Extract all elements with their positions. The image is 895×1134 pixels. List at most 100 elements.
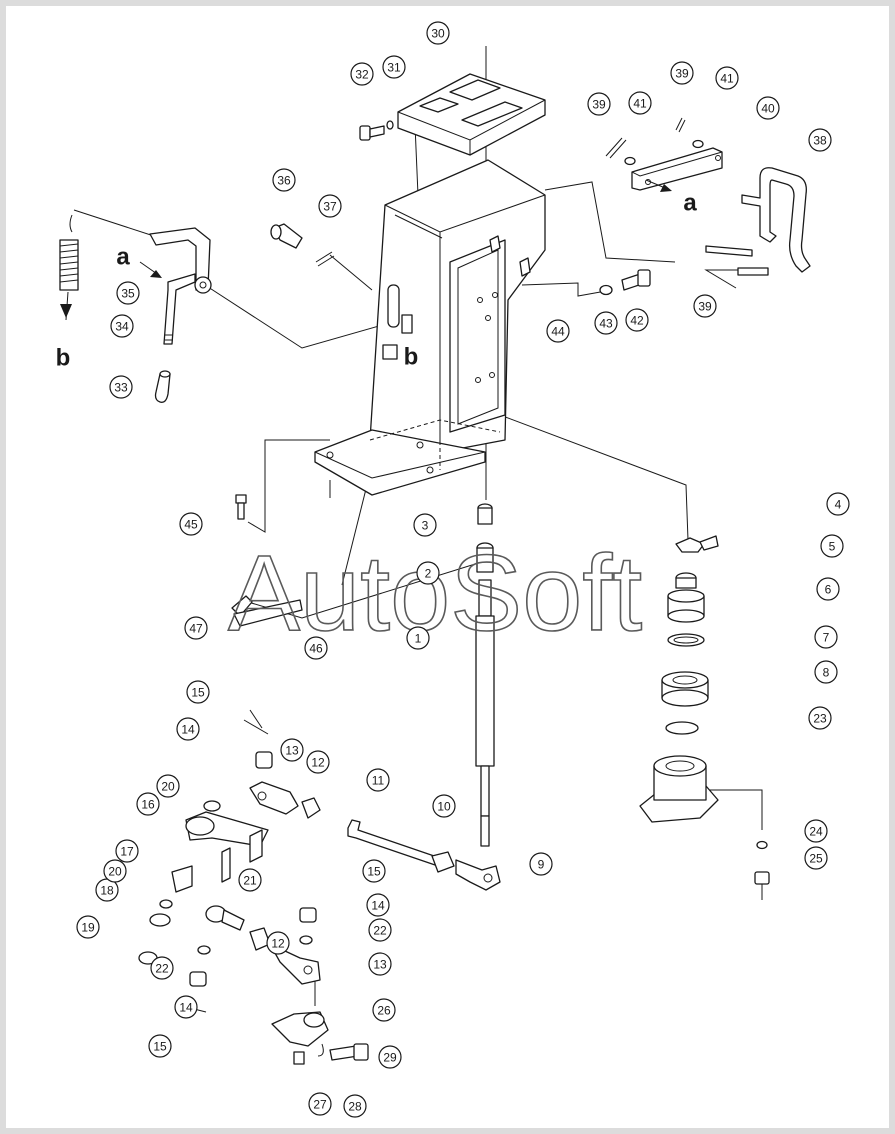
callout-14: 14: [176, 717, 200, 741]
callout-32: 32: [350, 62, 374, 86]
callout-number: 42: [630, 314, 644, 328]
callout-circle: [804, 819, 828, 843]
linkage-rod: [243, 719, 501, 891]
callout-number: 3: [422, 519, 429, 533]
reference-letter-b: b: [404, 344, 419, 371]
callout-circle: [804, 846, 828, 870]
callout-circle: [426, 21, 450, 45]
callout-circle: [115, 839, 139, 863]
callout-number: 15: [367, 865, 381, 879]
callout-number: 43: [599, 317, 613, 331]
callout-number: 21: [243, 874, 257, 888]
watermark-text: AutoSoft: [228, 532, 642, 653]
callout-circle: [368, 918, 392, 942]
callout-circle: [368, 952, 392, 976]
callout-circle: [628, 91, 652, 115]
callout-40: 40: [756, 96, 780, 120]
callout-number: 13: [285, 744, 299, 758]
callout-8: 8: [814, 660, 838, 684]
callout-10: 10: [432, 794, 456, 818]
callout-number: 24: [809, 825, 823, 839]
callout-circle: [304, 636, 328, 660]
callout-circle: [148, 1034, 172, 1058]
callout-41: 41: [715, 66, 739, 90]
callout-number: 47: [189, 622, 203, 636]
callout-circle: [350, 62, 374, 86]
callout-number: 15: [153, 1040, 167, 1054]
callout-1: 1: [406, 626, 430, 650]
side-bolt: [599, 269, 651, 296]
callout-circle: [238, 868, 262, 892]
callout-circle: [186, 680, 210, 704]
callout-29: 29: [378, 1045, 402, 1069]
kickdown-bracket: [59, 214, 212, 403]
callout-number: 10: [437, 800, 451, 814]
callout-circle: [156, 774, 180, 798]
callout-number: 34: [115, 320, 129, 334]
callout-28: 28: [343, 1094, 367, 1118]
callout-layer: 1234567891011121213131414141515151617181…: [76, 21, 850, 1118]
callout-number: 4: [835, 498, 842, 512]
callout-number: 9: [538, 858, 545, 872]
callout-2: 2: [416, 561, 440, 585]
reference-letter-b: b: [56, 345, 71, 372]
callout-45: 45: [179, 512, 203, 536]
callout-circle: [808, 128, 832, 152]
callout-36: 36: [272, 168, 296, 192]
callout-22: 22: [150, 956, 174, 980]
callout-4: 4: [826, 492, 850, 516]
callout-6: 6: [816, 577, 840, 601]
callout-circle: [318, 194, 342, 218]
callout-circle: [266, 931, 290, 955]
callout-circle: [693, 294, 717, 318]
callout-41: 41: [628, 91, 652, 115]
callout-14: 14: [174, 995, 198, 1019]
callout-circle: [756, 96, 780, 120]
callout-21: 21: [238, 868, 262, 892]
callout-circle: [406, 626, 430, 650]
callout-number: 12: [311, 756, 325, 770]
callout-33: 33: [109, 375, 133, 399]
callout-number: 22: [155, 962, 169, 976]
callout-number: 17: [120, 845, 134, 859]
callout-circle: [174, 995, 198, 1019]
callout-circle: [670, 61, 694, 85]
callout-number: 6: [825, 583, 832, 597]
callout-circle: [625, 308, 649, 332]
callout-15: 15: [186, 680, 210, 704]
callout-number: 31: [387, 61, 401, 75]
callout-number: 35: [121, 287, 135, 301]
callout-number: 18: [100, 884, 114, 898]
callout-circle: [116, 281, 140, 305]
callout-circle: [372, 998, 396, 1022]
callout-number: 15: [191, 686, 205, 700]
callout-20: 20: [103, 859, 127, 883]
callout-number: 46: [309, 642, 323, 656]
callout-number: 39: [592, 98, 606, 112]
lower-linkage: [189, 905, 369, 1065]
callout-12: 12: [306, 750, 330, 774]
callout-number: 41: [720, 72, 734, 86]
callout-number: 16: [141, 798, 155, 812]
direction-arrows: [139, 179, 672, 278]
callout-35: 35: [116, 281, 140, 305]
callout-circle: [308, 1092, 332, 1116]
callout-15: 15: [362, 859, 386, 883]
callout-number: 23: [813, 712, 827, 726]
callout-circle: [382, 55, 406, 79]
selector-rod: [475, 503, 495, 847]
callout-19: 19: [76, 915, 100, 939]
callout-number: 2: [425, 567, 432, 581]
callout-circle: [76, 915, 100, 939]
callout-number: 45: [184, 518, 198, 532]
callout-circle: [103, 859, 127, 883]
shift-lever-arm: [138, 800, 269, 965]
callout-11: 11: [366, 768, 390, 792]
callout-12: 12: [266, 931, 290, 955]
callout-circle: [814, 660, 838, 684]
callout-44: 44: [546, 319, 570, 343]
callout-circle: [715, 66, 739, 90]
callout-22: 22: [368, 918, 392, 942]
